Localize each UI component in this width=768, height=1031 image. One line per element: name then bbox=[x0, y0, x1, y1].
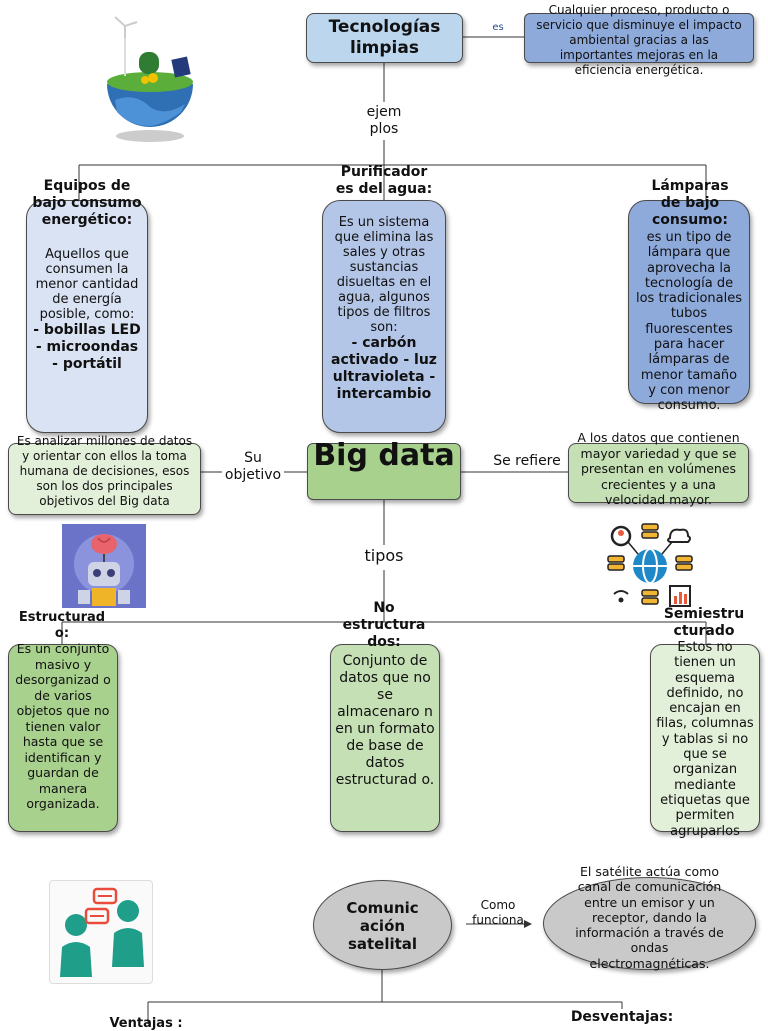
rel-ejemplos-label: ejem plos bbox=[364, 104, 404, 138]
refiere-node[interactable]: A los datos que contienen mayor variedad… bbox=[568, 430, 749, 507]
tech-title: Tecnologías limpias bbox=[328, 17, 441, 58]
rel-tipos-label: tipos bbox=[354, 546, 414, 566]
type1-text: Es un conjunto masivo y desorganizad o d… bbox=[15, 641, 111, 811]
satelital-title: Comunic ación satelital bbox=[346, 899, 419, 953]
objetivo-node[interactable]: Es analizar millones de datos y orientar… bbox=[8, 434, 201, 515]
funciona-text: El satélite actúa como canal de comunica… bbox=[575, 864, 724, 971]
tech-title-node[interactable]: Tecnologías limpias bbox=[306, 13, 463, 63]
col3-title: Lámparas de bajo consumo: bbox=[651, 178, 729, 228]
rel-objetivo-label: Su objetivo bbox=[222, 450, 284, 484]
col1-node[interactable]: Aquellos que consumen la menor cantidad … bbox=[26, 200, 148, 433]
rel-es-label: es bbox=[486, 22, 510, 34]
bigdata-title-node[interactable]: Big data bbox=[307, 438, 461, 500]
col2-text: Es un sistema que elimina las sales y ot… bbox=[334, 215, 434, 335]
earth-clean-energy-icon bbox=[95, 12, 205, 147]
type2-title: No estructura dos: bbox=[342, 600, 426, 650]
people-chat-icon bbox=[49, 880, 153, 984]
col2-title: Purificador es del agua: bbox=[335, 164, 433, 197]
type1-node[interactable]: Es un conjunto masivo y desorganizad o d… bbox=[8, 641, 118, 832]
type1-title: Estructurad o: bbox=[18, 610, 106, 641]
bigdata-title: Big data bbox=[313, 438, 455, 473]
col2-items: - carbón activado - luz ultravioleta - i… bbox=[331, 335, 437, 402]
col1-title: Equipos de bajo consumo energético: bbox=[32, 178, 142, 228]
satelital-title-node[interactable]: Comunic ación satelital bbox=[313, 880, 452, 970]
robot-brain-icon bbox=[62, 524, 146, 608]
type3-text: Estos no tienen un esquema definido, no … bbox=[656, 640, 754, 839]
refiere-text: A los datos que contienen mayor variedad… bbox=[577, 430, 740, 507]
col1-text: Aquellos que consumen la menor cantidad … bbox=[35, 247, 139, 322]
type2-text: Conjunto de datos que no se almacenaro n… bbox=[335, 653, 435, 788]
desventajas-label: Desventajas: bbox=[560, 1009, 684, 1026]
col3-node[interactable]: es un tipo de lámpara que aprovecha la t… bbox=[628, 200, 750, 413]
objetivo-text: Es analizar millones de datos y orientar… bbox=[16, 434, 193, 508]
data-network-icon bbox=[606, 522, 694, 610]
col2-node[interactable]: Es un sistema que elimina las sales y ot… bbox=[322, 200, 446, 433]
rel-funciona-label: Como funciona bbox=[472, 898, 524, 927]
type3-node[interactable]: Estos no tienen un esquema definido, no … bbox=[650, 640, 760, 839]
col3-text: es un tipo de lámpara que aprovecha la t… bbox=[635, 230, 743, 414]
tech-definition-node[interactable]: Cualquier proceso, producto o servicio q… bbox=[524, 3, 754, 77]
funciona-node[interactable]: El satélite actúa como canal de comunica… bbox=[543, 864, 756, 971]
type2-node[interactable]: Conjunto de datos que no se almacenaro n… bbox=[330, 644, 440, 832]
tech-definition: Cualquier proceso, producto o servicio q… bbox=[536, 3, 742, 77]
col1-items: - bobillas LED - microondas - portátil bbox=[33, 322, 141, 372]
rel-refiere-label: Se refiere bbox=[487, 453, 567, 470]
type3-title: Semiestru cturado bbox=[663, 606, 745, 639]
